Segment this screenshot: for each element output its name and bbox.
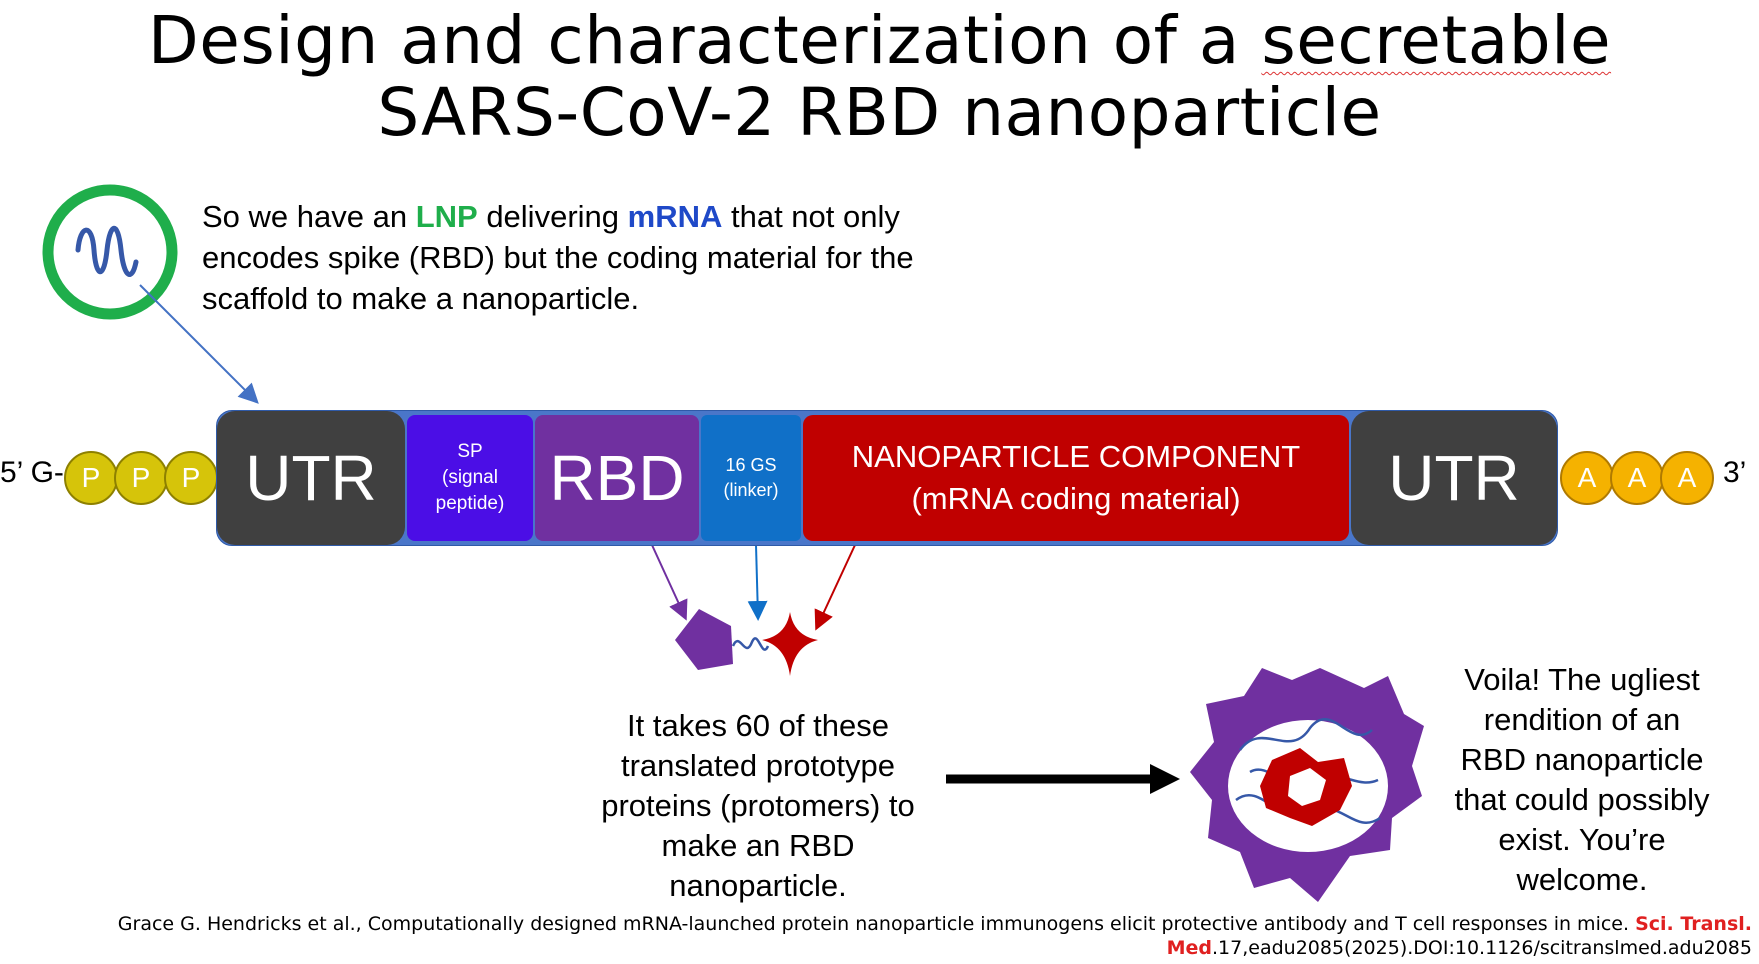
lnp-pointer-arrow (139, 284, 259, 404)
gs-line-1: 16 GS (725, 455, 777, 475)
protomer-note-line-1: It takes 60 of these (627, 708, 889, 743)
protomer-icon (675, 609, 818, 676)
protomer-note-line-3: proteins (protomers) to (601, 788, 915, 823)
mrna-construct: UTR SP (signal peptide) RBD 16 GS (linke… (216, 410, 1558, 546)
rbd-arrow (651, 544, 688, 621)
citation-line-2: Med.17,eadu2085(2025).DOI:10.1126/scitra… (10, 936, 1752, 960)
citation-line-1: Grace G. Hendricks et al., Computational… (10, 912, 1752, 936)
citation-journal-1: Sci. Transl. (1635, 913, 1752, 935)
sp-line-2: (signal (442, 467, 498, 488)
voila-note: Voila! The ugliest rendition of an RBD n… (1432, 660, 1732, 900)
intro-mrna-term: mRNA (627, 199, 723, 234)
protomer-note-line-5: nanoparticle. (669, 868, 847, 903)
cap-bead-3: P (164, 451, 218, 505)
tail-bead-3: A (1660, 451, 1714, 505)
voila-note-line-1: Voila! The ugliest (1464, 662, 1700, 697)
voila-note-line-2: rendition of an (1483, 702, 1681, 737)
nanoparticle-icon (1190, 668, 1424, 902)
assembly-arrowhead (1150, 764, 1180, 794)
title-line-1: Design and characterization of a secreta… (0, 4, 1759, 78)
title-underlined-word: secretable (1261, 2, 1612, 79)
linker-arrow (747, 544, 768, 621)
voila-note-line-5: exist. You’re (1498, 822, 1666, 857)
five-prime-label: 5’ G- (0, 456, 64, 489)
signal-peptide-segment: SP (signal peptide) (407, 415, 533, 541)
citation-text-1: Grace G. Hendricks et al., Computational… (117, 913, 1636, 935)
three-prime-label: 3’ (1723, 456, 1747, 489)
intro-part-2: delivering (477, 199, 628, 234)
utr-right-segment: UTR (1351, 411, 1557, 545)
sp-line-1: SP (457, 441, 483, 462)
tail-bead-2: A (1610, 451, 1664, 505)
intro-part-1: So we have an (202, 199, 416, 234)
sp-line-3: peptide) (435, 493, 505, 514)
title-line-1-text: Design and characterization of a (147, 2, 1262, 79)
utr-left-segment: UTR (217, 411, 405, 545)
voila-note-line-4: that could possibly (1454, 782, 1710, 817)
gs-line-2: (linker) (723, 480, 779, 500)
intro-text: So we have an LNP delivering mRNA that n… (202, 196, 922, 319)
cap-bead-2: P (114, 451, 168, 505)
linker-segment: 16 GS (linker) (701, 415, 801, 541)
citation-text-2: .17,eadu2085(2025).DOI:10.1126/scitransl… (1212, 937, 1752, 959)
np-line-2: (mRNA coding material) (911, 481, 1241, 516)
nanoparticle-component-segment: NANOPARTICLE COMPONENT (mRNA coding mate… (803, 415, 1349, 541)
np-line-1: NANOPARTICLE COMPONENT (851, 439, 1301, 474)
voila-note-line-3: RBD nanoparticle (1460, 742, 1704, 777)
rbd-segment: RBD (535, 415, 699, 541)
np-arrow (814, 544, 856, 631)
protomer-note: It takes 60 of these translated prototyp… (586, 706, 930, 906)
voila-note-line-6: welcome. (1516, 862, 1648, 897)
intro-part-3: that not only encodes spike (RBD) but th… (202, 199, 914, 316)
lnp-icon (42, 184, 178, 320)
title-line-2: SARS-CoV-2 RBD nanoparticle (377, 74, 1382, 151)
citation: Grace G. Hendricks et al., Computational… (10, 912, 1752, 960)
protomer-note-line-2: translated prototype (620, 748, 895, 783)
citation-journal-2: Med (1166, 937, 1213, 959)
tail-bead-1: A (1560, 451, 1614, 505)
intro-lnp-term: LNP (415, 199, 478, 234)
protomer-note-line-4: make an RBD (661, 828, 855, 863)
cap-bead-1: P (64, 451, 118, 505)
